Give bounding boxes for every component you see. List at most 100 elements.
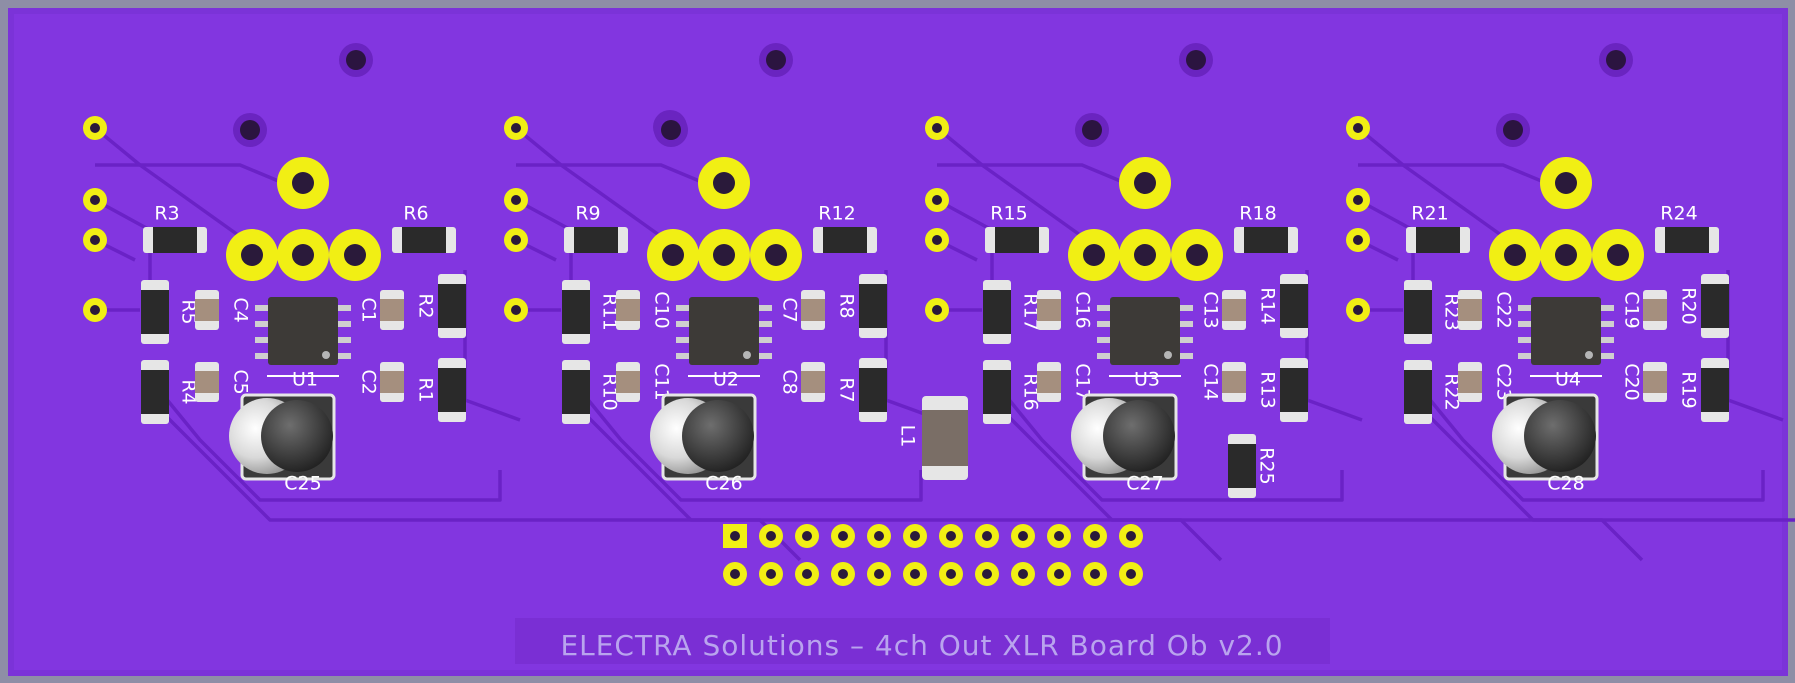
trace	[153, 383, 502, 502]
ic-pin	[1097, 353, 1113, 359]
opamp-ic	[676, 297, 772, 377]
resistor-label: R13	[1257, 371, 1279, 408]
mounting-hole	[1186, 50, 1206, 70]
inductor-body	[922, 410, 968, 466]
ic-body	[1531, 297, 1601, 365]
cap-label: C10	[651, 291, 673, 328]
resistor-body	[823, 227, 867, 253]
ceramic-cap	[616, 290, 640, 330]
resistor-label: R9	[575, 203, 600, 225]
resistor-label: R4	[178, 379, 200, 404]
resistor-label: R11	[599, 293, 621, 330]
mounting-hole	[1606, 50, 1626, 70]
resistor-smd	[1404, 360, 1432, 424]
cap-body	[1643, 299, 1667, 321]
resistor-smd	[1228, 434, 1256, 498]
ceramic-cap	[380, 290, 404, 330]
resistor-label: R2	[415, 293, 437, 318]
resistor-body	[438, 368, 466, 412]
header-pin-hole	[1054, 531, 1064, 541]
xlr-pad-hole	[241, 244, 263, 266]
resistor-label: R14	[1257, 287, 1279, 324]
ic-body	[689, 297, 759, 365]
resistor-smd	[143, 227, 207, 253]
header-pin-hole	[730, 531, 740, 541]
resistor-body	[1280, 284, 1308, 328]
resistor-body	[1244, 227, 1288, 253]
ceramic-cap	[1222, 290, 1246, 330]
trace	[995, 383, 1344, 502]
test-pad-hole	[90, 305, 100, 315]
ic-silk	[267, 375, 339, 377]
ceramic-cap	[1458, 362, 1482, 402]
xlr-pad-hole	[292, 244, 314, 266]
test-pad-hole	[1353, 123, 1363, 133]
ic-pin	[335, 337, 351, 343]
ic-pin	[1598, 353, 1614, 359]
ic-pin	[1598, 305, 1614, 311]
opamp-ic	[1518, 297, 1614, 377]
resistor-body	[438, 284, 466, 328]
electrolytic-cap	[1071, 393, 1178, 481]
resistor-label: R12	[818, 203, 855, 225]
xlr-pad-hole	[1504, 244, 1526, 266]
cap-band	[261, 400, 333, 472]
xlr-pad-hole	[292, 172, 314, 194]
cap-label: C14	[1200, 363, 1222, 400]
ic-pin	[1177, 353, 1193, 359]
test-pad-hole	[511, 235, 521, 245]
electrolytic-cap	[650, 393, 757, 481]
resistor-smd	[813, 227, 877, 253]
mounting-holes	[233, 43, 1633, 147]
pin-header	[723, 524, 1143, 586]
header-pin-hole	[1018, 531, 1028, 541]
xlr-pad-hole	[1186, 244, 1208, 266]
ic-silk	[1109, 375, 1181, 377]
ic-body	[268, 297, 338, 365]
resistor-smd	[564, 227, 628, 253]
ic-pin	[1518, 305, 1534, 311]
ic-pin	[255, 337, 271, 343]
cap-body	[1458, 299, 1482, 321]
ic-silk	[1530, 375, 1602, 377]
resistor-smd	[141, 360, 169, 424]
cap-body	[801, 299, 825, 321]
header-pin-hole	[838, 569, 848, 579]
electrolytic-cap	[229, 393, 336, 481]
resistor-label: R10	[599, 373, 621, 410]
resistor-smd	[562, 280, 590, 344]
cap-body	[1222, 299, 1246, 321]
resistor-body	[859, 284, 887, 328]
cap-label: C2	[358, 369, 380, 394]
xlr-pad-hole	[1134, 244, 1156, 266]
trace	[1421, 408, 1795, 522]
resistor-label: R3	[154, 203, 179, 225]
test-pad-hole	[511, 305, 521, 315]
ceramic-cap	[1037, 290, 1061, 330]
resistor-label: R21	[1411, 203, 1448, 225]
ic-pin	[335, 353, 351, 359]
ceramic-cap	[616, 362, 640, 402]
header-pin-hole	[1126, 531, 1136, 541]
resistor-smd	[392, 227, 456, 253]
ic-pin	[1518, 337, 1534, 343]
resistor-smd	[562, 360, 590, 424]
resistor-body	[562, 290, 590, 334]
ic-pin	[255, 305, 271, 311]
resistor-body	[562, 370, 590, 414]
ceramic-cap	[801, 362, 825, 402]
test-pad-hole	[90, 123, 100, 133]
header-pin-hole	[1054, 569, 1064, 579]
xlr-pad-hole	[1607, 244, 1629, 266]
inductor-label: L1	[897, 425, 919, 448]
cap-body	[801, 371, 825, 393]
cap-label: C25	[284, 473, 321, 495]
cap-label: C19	[1621, 291, 1643, 328]
ic-pin	[335, 305, 351, 311]
resistor-smd	[859, 358, 887, 422]
resistor-label: R17	[1020, 293, 1042, 330]
ceramic-cap	[1222, 362, 1246, 402]
resistor-label: R15	[990, 203, 1027, 225]
mounting-hole	[240, 120, 260, 140]
resistor-smd	[1280, 274, 1308, 338]
